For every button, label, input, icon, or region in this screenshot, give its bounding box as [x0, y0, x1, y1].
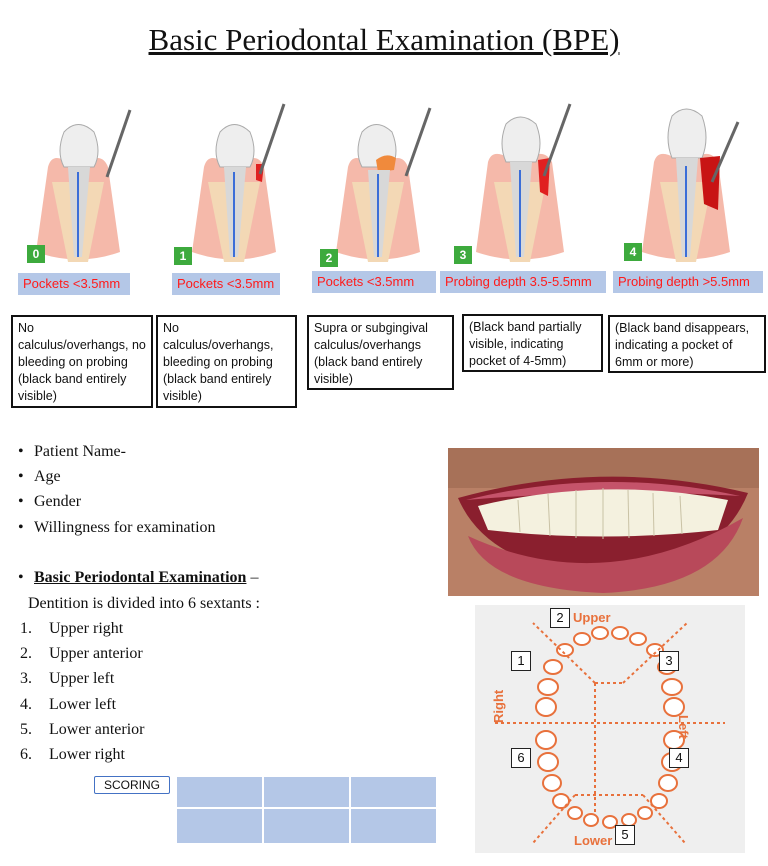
sextant-item-1: 1.Upper right — [20, 620, 124, 637]
score-cell-lower-left[interactable] — [351, 809, 436, 843]
grade-description-4: (Black band disappears, indicating a poc… — [608, 315, 766, 373]
grade-badge-2: 2 — [320, 249, 338, 267]
chart-sextant-3: 3 — [659, 651, 679, 671]
pocket-label-3: Probing depth 3.5-5.5mm — [440, 271, 606, 293]
patient-field-age: •Age — [18, 468, 61, 485]
sextant-item-2: 2.Upper anterior — [20, 645, 143, 662]
chart-sextant-5: 5 — [615, 825, 635, 845]
chart-label-upper: Upper — [573, 610, 611, 625]
tooth-illustration-grade-4 — [642, 108, 740, 262]
score-cell-lower-anterior[interactable] — [264, 809, 349, 843]
sextant-chart: Upper Lower Right Left 1 2 3 4 5 6 — [475, 605, 745, 853]
scoring-label: SCORING — [94, 776, 170, 794]
sextant-item-6: 6.Lower right — [20, 746, 125, 763]
chart-sextant-6: 6 — [511, 748, 531, 768]
chart-sextant-4: 4 — [669, 748, 689, 768]
bpe-heading: •Basic Periodontal Examination – — [18, 569, 259, 586]
grade-description-1: No calculus/overhangs, bleeding on probi… — [156, 315, 297, 408]
pocket-label-2: Pockets <3.5mm — [312, 271, 436, 293]
tooth-illustration-grade-1 — [192, 103, 286, 262]
grade-description-2: Supra or subgingival calculus/overhangs … — [307, 315, 454, 390]
dental-arch-diagram — [495, 622, 725, 844]
pocket-label-0: Pockets <3.5mm — [18, 273, 130, 295]
tooth-illustration-grade-3 — [476, 103, 572, 262]
patient-field-willingness: •Willingness for examination — [18, 519, 216, 536]
score-cell-lower-right[interactable] — [177, 809, 262, 843]
grade-description-0: No calculus/overhangs, no bleeding on pr… — [11, 315, 153, 408]
score-cell-upper-right[interactable] — [177, 777, 262, 807]
grade-badge-0: 0 — [27, 245, 45, 263]
score-cell-upper-anterior[interactable] — [264, 777, 349, 807]
grade-badge-1: 1 — [174, 247, 192, 265]
smile-photo — [448, 448, 759, 596]
sextant-item-4: 4.Lower left — [20, 696, 117, 713]
sextant-intro: Dentition is divided into 6 sextants : — [28, 595, 260, 612]
chart-sextant-2: 2 — [550, 608, 570, 628]
sextant-item-5: 5.Lower anterior — [20, 721, 145, 738]
chart-label-left: Left — [676, 715, 691, 739]
tooth-illustration-grade-2 — [336, 107, 432, 262]
sextant-item-3: 3.Upper left — [20, 670, 115, 687]
pocket-label-4: Probing depth >5.5mm — [613, 271, 763, 293]
grade-description-3: (Black band partially visible, indicatin… — [462, 314, 603, 372]
score-cell-upper-left[interactable] — [351, 777, 436, 807]
tooth-illustration-grade-0 — [36, 109, 132, 262]
page-title: Basic Periodontal Examination (BPE) — [148, 22, 620, 57]
patient-field-gender: •Gender — [18, 493, 82, 510]
grade-badge-4: 4 — [624, 243, 642, 261]
chart-sextant-1: 1 — [511, 651, 531, 671]
chart-label-lower: Lower — [574, 833, 613, 848]
pocket-label-1: Pockets <3.5mm — [172, 273, 280, 295]
grade-badge-3: 3 — [454, 246, 472, 264]
patient-field-name: •Patient Name- — [18, 443, 126, 460]
chart-label-right: Right — [491, 689, 506, 723]
